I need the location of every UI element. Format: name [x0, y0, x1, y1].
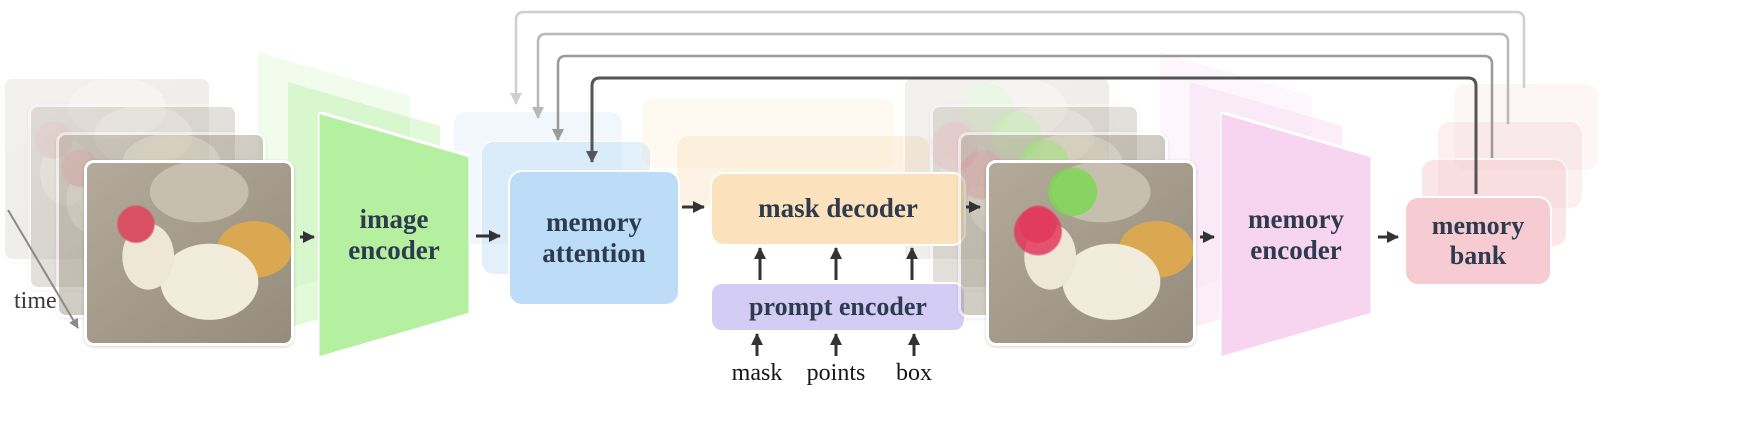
- memory-encoder-label: memory encoder: [1248, 203, 1344, 265]
- memory-bank-box: memory bank: [1404, 196, 1552, 286]
- prompt-input-box-label: box: [896, 360, 932, 386]
- image-encoder-shape: [318, 112, 470, 358]
- prompt-input-mask-label: mask: [731, 360, 783, 386]
- output-frame-current: [986, 160, 1196, 346]
- image-encoder-label: image encoder: [348, 203, 440, 265]
- prompt-input-points-label: points: [806, 360, 866, 386]
- memory-attention-box: memory attention: [508, 170, 680, 306]
- memory-bank-ghost-3: [1452, 82, 1600, 172]
- mask-decoder-box: mask decoder: [710, 172, 966, 246]
- mask-decoder-ghost-2: [640, 96, 896, 170]
- time-axis-label: time: [14, 288, 57, 314]
- input-frame-current: [84, 160, 294, 346]
- prompt-encoder-box: prompt encoder: [710, 282, 966, 332]
